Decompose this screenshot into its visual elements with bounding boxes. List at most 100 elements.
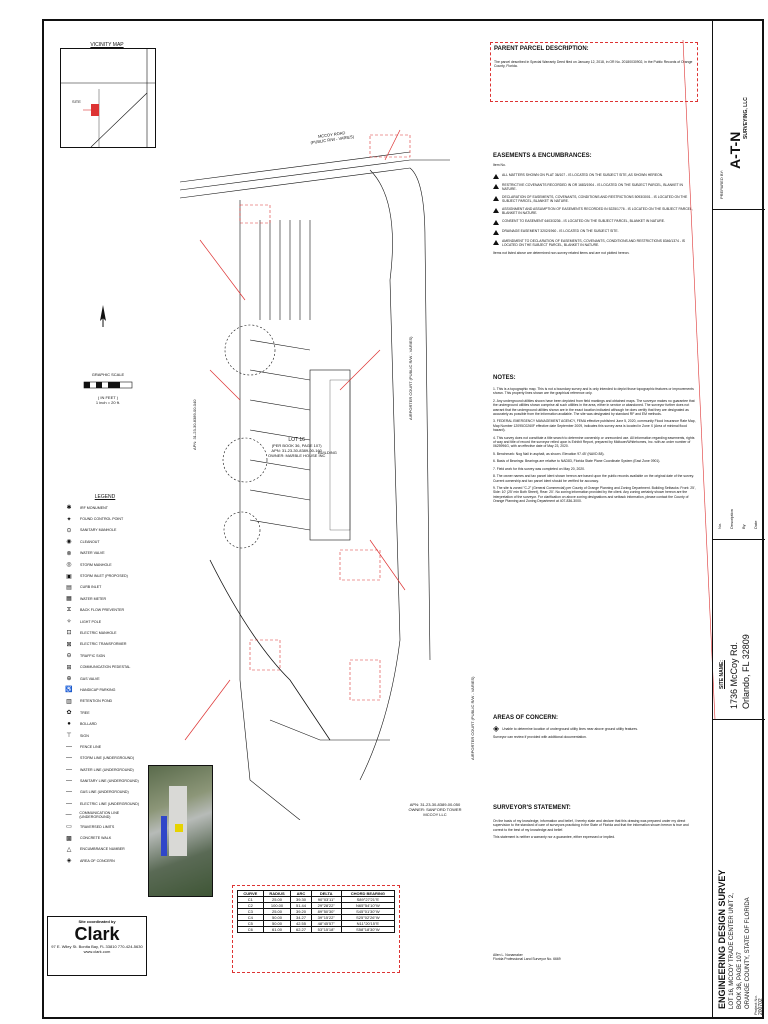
project-no: 200702 [758,998,764,1015]
legend-label: CLEANOUT [80,539,100,544]
legend-item: ⊡ELECTRIC MANHOLE [62,627,148,638]
legend-symbol-icon: ● [67,721,71,728]
legend-item: ⊙SANITARY MANHOLE [62,525,148,536]
note-item: 4. This survey does not constitute a tit… [493,435,695,449]
legend-label: HANDICAP PARKING [80,687,116,692]
curve-table-cell: 53°15'18" [310,926,342,933]
surveyor-statement-section: SURVEYOR'S STATEMENT: On the basis of my… [493,805,698,961]
legend-item: —STORM LINE (UNDERGROUND) [62,753,148,764]
legend-symbol-icon: — [66,778,72,785]
legend-label: ELECTRIC LINE (UNDERGROUND) [80,801,139,806]
site-name-block: SITE NAME: 1736 McCoy Rd. Orlando, FL 32… [713,539,765,720]
legend-symbol-icon: ▩ [66,835,72,842]
revision-header: By [741,524,746,529]
legend-label: TREE [80,710,90,715]
easement-item: AMENDMENT TO DECLARATION OF EASEMENTS, C… [493,239,698,247]
legend-item: ⊗WATER VALVE [62,548,148,559]
encumbrance-triangle-icon [493,220,499,226]
company-subname: SURVEYING, LLC [743,97,749,139]
leader-lines [682,40,716,721]
legend-item: ⊖TRAFFIC SIGN [62,650,148,661]
legend-item: ✦FOUND CONTROL POINT [62,513,148,524]
areas-of-concern-section: AREAS OF CONCERN: ◈ Unable to determine … [493,715,698,742]
legend-title: LEGEND [94,494,116,500]
surveyor-statement-text: On the basis of my knowledge, informatio… [493,819,689,832]
legend: LEGEND ✱IRF MONUMENT✦FOUND CONTROL POINT… [62,494,148,867]
legend-symbol-icon: ▥ [66,698,72,705]
areas-of-concern-title: AREAS OF CONCERN: [493,715,559,721]
legend-label: STORM INLET (PROPOSED) [80,574,128,579]
note-item: 2. Any underground utilities shown have … [493,398,695,417]
note-item: 3. FEDERAL EMERGENCY MANAGEMENT AGENCY, … [493,419,696,433]
vicinity-map-title: VICINITY MAP [90,42,124,48]
legend-symbol-icon: — [66,755,72,762]
legend-item: ◉CLEANOUT [62,536,148,547]
legend-label: WATER METER [80,596,107,601]
easement-text: RESTRICTIVE COVENANTS RECORDED IN OR 168… [502,183,683,192]
contractor-note: Site coordinated by [78,919,116,924]
legend-label: STORM MANHOLE [80,562,112,567]
legend-item: ◎STORM MANHOLE [62,559,148,570]
easement-item: ALL MATTERS SHOWN ON PLAT 36/107 - IS LO… [493,173,698,180]
legend-item: ⊤ SIGN [62,730,148,741]
contractor-web: www.clark.com [83,949,111,954]
note-item: 5. Benchmark: Nog Nail in asphalt, as sh… [493,451,605,456]
legend-label: SANITARY LINE (UNDERGROUND) [80,779,139,784]
legend-item: —ELECTRIC LINE (UNDERGROUND) [62,798,148,809]
legend-label: RETENTION POND [80,699,113,704]
legend-item: ♿HANDICAP PARKING [62,684,148,695]
lot-label: LOT 16 (PER BOOK 36, PAGE 107) APN: 31-2… [268,437,326,459]
legend-item: ✿ TREE [62,707,148,718]
legend-symbol-icon: ✧ [66,619,72,626]
curve-table-cell: 61.00 [262,926,292,933]
legend-item: ✱IRF MONUMENT [62,502,148,513]
legend-item: ▦WATER METER [62,593,148,604]
revision-header: Date [753,520,758,529]
company-block: PREPARED BY: A-T-N SURVEYING, LLC [713,19,765,210]
legend-label: SIGN [80,733,89,738]
surveyor-statement-title: SURVEYOR'S STATEMENT: [493,805,571,811]
legend-item: —WATER LINE (UNDERGROUND) [62,764,148,775]
road-south-label: AIRPORTER COURT (PUBLIC R/W - VARIES) [470,676,475,760]
legend-label: GAS LINE (UNDERGROUND) [80,790,129,795]
easement-item: CONSENT TO EASEMENT 6403/3236 - IS LOCAT… [493,219,698,226]
survey-title-block: ENGINEERING DESIGN SURVEY LOT 16, MCCOY … [713,719,765,1019]
easement-text: AMENDMENT TO DECLARATION OF EASEMENTS, C… [502,239,686,248]
vicinity-map: VICINITY MAP SITE [60,42,156,148]
legend-label: ELECTRIC TRANSFORMER [80,642,127,647]
legend-symbol-icon: ✿ [66,710,72,717]
legal-line2: BOOK 36, PAGE 107 [737,952,743,1009]
legend-item: —FENCE LINE [62,741,148,752]
legend-label: CURB INLET [80,585,102,590]
legend-label: ELECTRIC MANHOLE [80,630,117,635]
legend-label: WATER VALVE [80,551,105,556]
encumbrance-triangle-icon [493,196,499,202]
note-item: 1. This is a topographic map. This is no… [493,387,694,396]
legend-symbol-icon: ⊖ [66,653,72,660]
contractor-logo-box: Site coordinated by Clark 97 E. Wiley St… [47,916,147,976]
building-label: BUILDING [318,450,337,455]
encumbrance-triangle-icon [493,230,499,236]
legend-symbol-icon: ⊤ [66,733,72,739]
legend-item: ▣STORM INLET (PROPOSED) [62,570,148,581]
revision-header: No. [717,522,722,529]
legend-item: ◈AREA OF CONCERN [62,855,148,866]
legend-label: FENCE LINE [80,744,102,749]
encumbrance-triangle-icon [493,174,499,180]
site-address-line1: 1736 McCoy Rd. [729,641,739,709]
legend-label: FOUND CONTROL POINT [80,517,124,522]
graphic-scale-title: GRAPHIC SCALE [91,372,125,377]
legend-symbol-icon: △ [66,846,72,853]
notes-section: NOTES: 1. This is a topographic map. Thi… [493,375,698,507]
drawing-sheet [42,19,764,1019]
legend-symbol-icon: ⊙ [66,527,72,534]
site-name-label: SITE NAME: [719,660,725,689]
company-logo: A-T-N [727,131,743,169]
legend-item: ✧LIGHT POLE [62,616,148,627]
legend-item: —COMMUNICATION LINE (UNDERGROUND) [62,810,148,821]
aerial-photo [148,765,213,897]
legend-item: △ENCUMBRANCE NUMBER [62,844,148,855]
